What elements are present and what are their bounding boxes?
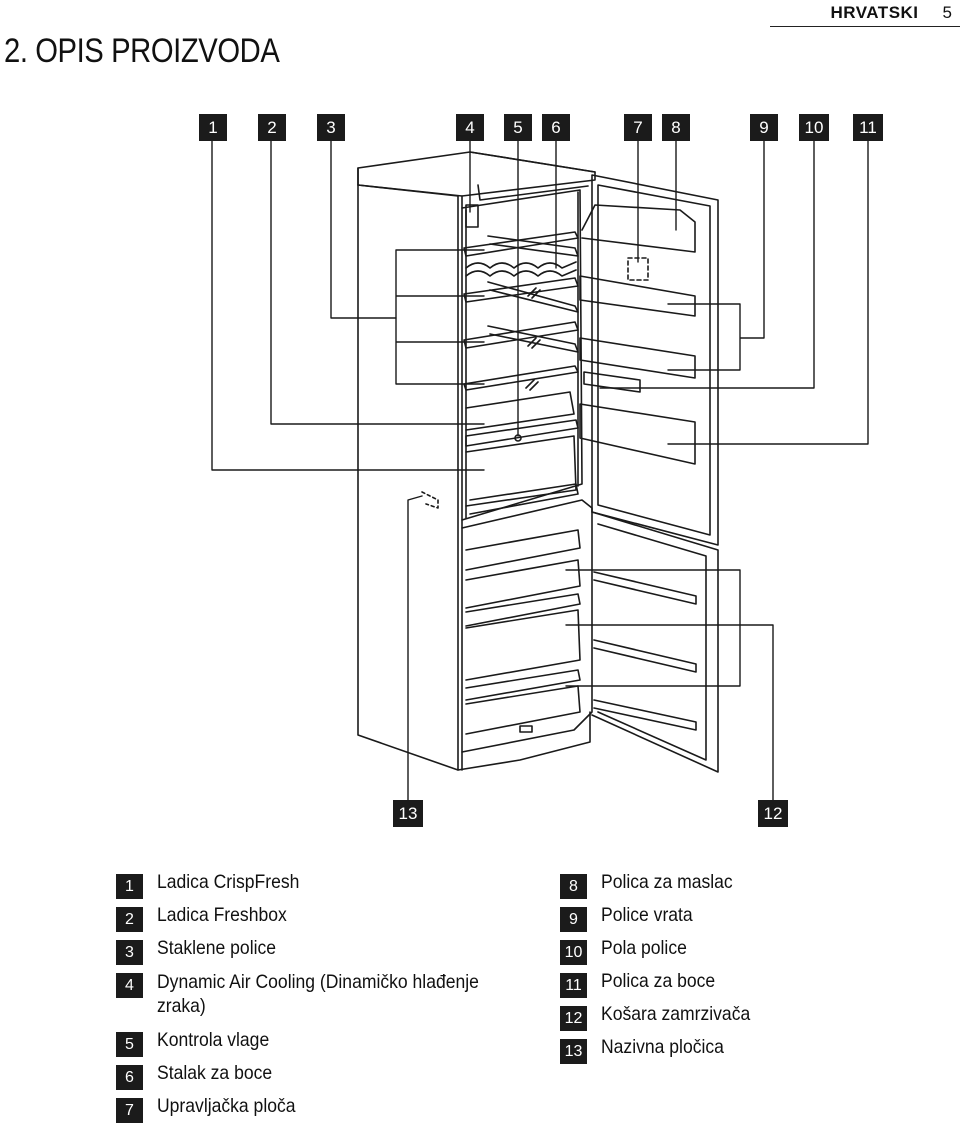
legend-text: Košara zamrzivača bbox=[601, 1003, 751, 1025]
legend-number: 8 bbox=[560, 874, 587, 899]
legend-left: 1 Ladica CrispFresh 2 Ladica Freshbox 3 … bbox=[116, 871, 537, 1123]
callout-10: 10 bbox=[799, 114, 829, 141]
callout-2: 2 bbox=[258, 114, 286, 141]
legend-item: 2 Ladica Freshbox bbox=[116, 904, 536, 932]
legend-number: 5 bbox=[116, 1032, 143, 1057]
legend-number: 4 bbox=[116, 973, 143, 998]
callout-4: 4 bbox=[456, 114, 484, 141]
legend-number: 6 bbox=[116, 1065, 143, 1090]
legend-item: 9 Police vrata bbox=[560, 904, 940, 932]
leader-lines bbox=[211, 139, 869, 801]
fridge-diagram bbox=[211, 139, 869, 801]
legend-item: 12 Košara zamrzivača bbox=[560, 1003, 940, 1031]
legend-item: 3 Staklene police bbox=[116, 937, 536, 965]
freezer-drawers bbox=[465, 529, 581, 735]
rating-plate-outline bbox=[421, 491, 439, 509]
glass-shelves bbox=[463, 231, 579, 391]
page-number: 5 bbox=[942, 3, 952, 22]
legend-item: 7 Upravljačka ploča bbox=[116, 1095, 536, 1123]
page-header: HRVATSKI 5 bbox=[830, 0, 960, 26]
legend-number: 1 bbox=[116, 874, 143, 899]
header-rule bbox=[770, 26, 960, 27]
legend-right: 8 Polica za maslac 9 Police vrata 10 Pol… bbox=[560, 871, 940, 1064]
callout-3: 3 bbox=[317, 114, 345, 141]
legend-text: Nazivna pločica bbox=[601, 1036, 724, 1058]
legend-item: 6 Stalak za boce bbox=[116, 1062, 536, 1090]
legend-number: 3 bbox=[116, 940, 143, 965]
legend-number: 9 bbox=[560, 907, 587, 932]
legend-item: 5 Kontrola vlage bbox=[116, 1029, 536, 1057]
legend-number: 10 bbox=[560, 940, 587, 965]
freezer-door bbox=[591, 511, 719, 773]
legend-text: Polica za boce bbox=[601, 970, 716, 992]
legend-text: Kontrola vlage bbox=[157, 1029, 270, 1051]
legend-item: 10 Pola police bbox=[560, 937, 940, 965]
legend-text: Pola police bbox=[601, 937, 687, 959]
fridge-door bbox=[579, 174, 719, 546]
legend-text: Police vrata bbox=[601, 904, 693, 926]
callout-8: 8 bbox=[662, 114, 690, 141]
legend-number: 12 bbox=[560, 1006, 587, 1031]
legend-item: 13 Nazivna pločica bbox=[560, 1036, 940, 1064]
callout-6: 6 bbox=[542, 114, 570, 141]
legend-item: 11 Polica za boce bbox=[560, 970, 940, 998]
callout-5: 5 bbox=[504, 114, 532, 141]
legend-text: Ladica Freshbox bbox=[157, 904, 287, 926]
legend-text: Dynamic Air Cooling (Dinamičko hlađenje … bbox=[157, 971, 479, 1017]
legend-item: 1 Ladica CrispFresh bbox=[116, 871, 536, 899]
legend-item: 8 Polica za maslac bbox=[560, 871, 940, 899]
legend-text: Upravljačka ploča bbox=[157, 1095, 296, 1117]
callout-11: 11 bbox=[853, 114, 883, 141]
section-title: 2. OPIS PROIZVODA bbox=[4, 32, 280, 70]
legend-text: Staklene police bbox=[157, 937, 277, 959]
legend-text: Ladica CrispFresh bbox=[157, 871, 300, 893]
legend-number: 2 bbox=[116, 907, 143, 932]
callout-13: 13 bbox=[393, 800, 423, 827]
legend-text: Polica za maslac bbox=[601, 871, 733, 893]
fridge-drawers bbox=[465, 391, 579, 515]
legend-text: Stalak za boce bbox=[157, 1062, 273, 1084]
legend-number: 7 bbox=[116, 1098, 143, 1123]
callout-9: 9 bbox=[750, 114, 778, 141]
callout-12: 12 bbox=[758, 800, 788, 827]
header-language: HRVATSKI bbox=[830, 3, 919, 22]
callout-1: 1 bbox=[199, 114, 227, 141]
legend-number: 13 bbox=[560, 1039, 587, 1064]
legend-number: 11 bbox=[560, 973, 587, 998]
legend-item: 4 Dynamic Air Cooling (Dinamičko hlađenj… bbox=[116, 970, 537, 1018]
callout-7: 7 bbox=[624, 114, 652, 141]
cabinet-outline bbox=[357, 151, 596, 771]
